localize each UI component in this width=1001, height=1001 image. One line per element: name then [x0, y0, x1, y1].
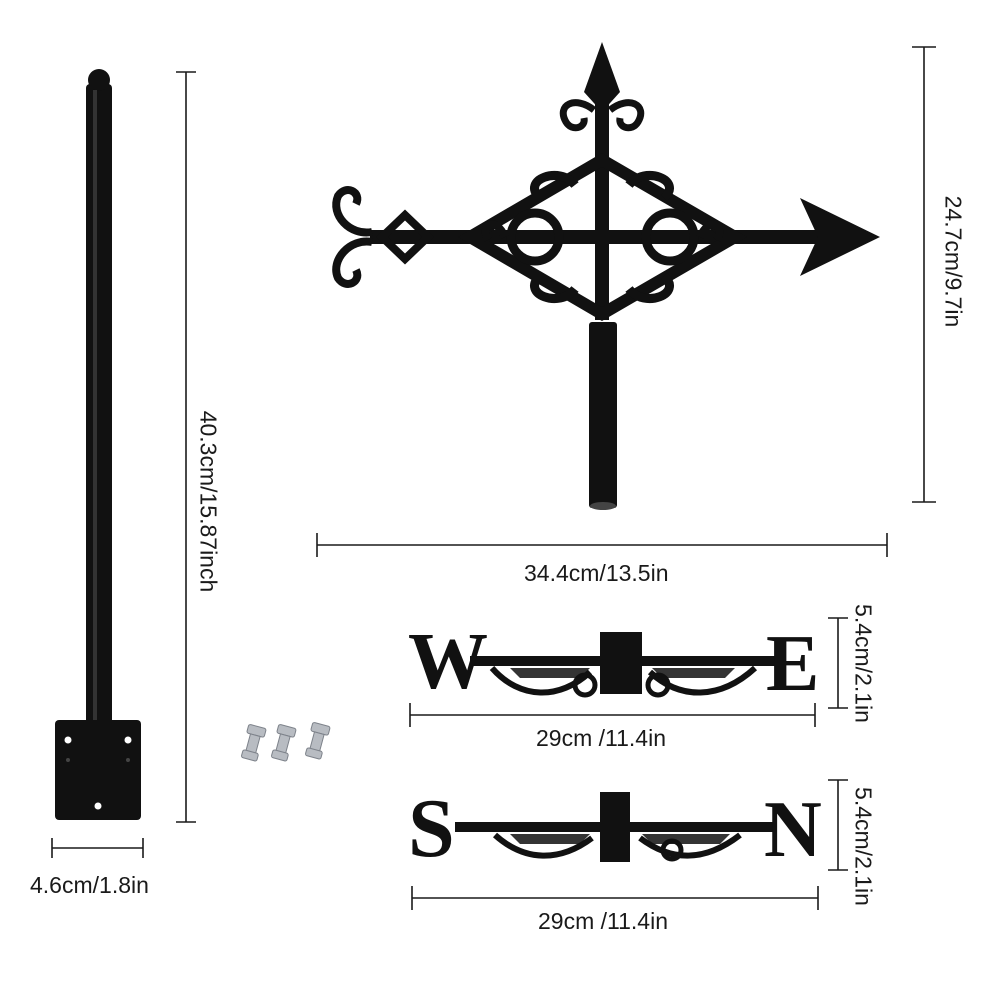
we-height-dimension-line [828, 617, 848, 709]
south-north-direction-bar [455, 792, 775, 862]
sn-width-label: 29cm /11.4in [538, 908, 668, 934]
pole-height-label: 40.3cm/15.87inch [195, 410, 222, 593]
arrow-vane [332, 42, 880, 510]
arrow-width-dimension-line [316, 533, 888, 557]
sn-height-label: 5.4cm/2.1in [850, 787, 877, 906]
arrow-height-dimension-line [912, 46, 936, 503]
sn-height-dimension-line [828, 779, 848, 871]
letter-east: E [766, 620, 819, 708]
we-width-label: 29cm /11.4in [536, 725, 666, 751]
letter-west: W [408, 618, 488, 706]
we-height-label: 5.4cm/2.1in [850, 604, 877, 723]
sn-width-dimension-line [411, 886, 819, 910]
letter-south: S [408, 782, 455, 875]
west-east-direction-bar [470, 632, 780, 698]
we-width-dimension-line [409, 703, 816, 727]
base-width-dimension-line [51, 838, 144, 858]
pole-base-plate [55, 720, 141, 820]
mounting-bolts [241, 722, 331, 762]
arrow-height-label: 24.7cm/9.7in [940, 195, 967, 328]
mounting-pole [86, 69, 112, 784]
base-width-label: 4.6cm/1.8in [30, 872, 149, 898]
arrow-width-label: 34.4cm/13.5in [524, 560, 669, 586]
pole-height-dimension-line [176, 71, 196, 823]
letter-north: N [764, 786, 822, 874]
